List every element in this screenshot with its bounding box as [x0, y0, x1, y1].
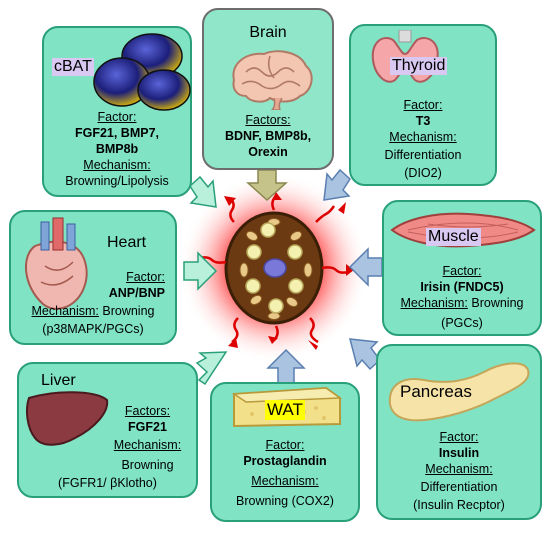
cbat-mechanism: Browning/Lipolysis [65, 174, 169, 188]
pancreas-arrow [349, 338, 382, 371]
thyroid-arrow [323, 168, 351, 201]
heart-mechanism-2: (p38MAPK/PGCs) [42, 322, 144, 336]
muscle-mechanism-label: Mechanism: [400, 296, 468, 310]
wat-title: WAT [265, 400, 305, 420]
heart-arrow [183, 251, 218, 291]
pancreas-title: Pancreas [400, 382, 472, 401]
muscle-mechanism-row: Mechanism: Browning [384, 296, 540, 311]
muscle-factor: Irisin (FNDC5) [420, 280, 504, 294]
brain-title: Brain [249, 24, 287, 41]
wat-mechanism-label: Mechanism: [251, 474, 319, 488]
cbat-factor: FGF21, BMP7, [74, 126, 160, 140]
liver-box: Liver Factors: FGF21 Mechanism: Browning… [17, 362, 198, 498]
thyroid-mechanism-2: (DIO2) [404, 166, 442, 180]
muscle-title: Muscle [426, 228, 481, 246]
cbat-factor-label: Factor: [97, 110, 137, 124]
liver-title: Liver [41, 372, 76, 389]
cbat-box: cBAT Factor: FGF21, BMP7, BMP8b Mechanis… [42, 26, 192, 197]
brain-factor-label: Factors: [245, 113, 291, 127]
pancreas-factor: Insulin [438, 446, 480, 460]
heart-title: Heart [107, 234, 147, 251]
liver-factor: FGF21 [128, 420, 167, 434]
liver-icon [26, 391, 109, 446]
muscle-mechanism: Browning [471, 296, 524, 310]
brain-icon [232, 50, 313, 110]
heart-icon [24, 217, 88, 310]
pancreas-mechanism: Differentiation [420, 480, 498, 494]
thyroid-title: Thyroid [390, 57, 448, 75]
cbat-mechanism-label: Mechanism: [83, 158, 151, 172]
wat-factor-label: Factor: [265, 438, 305, 452]
thyroid-mechanism-label: Mechanism: [389, 130, 457, 144]
liver-mechanism: Browning [121, 458, 174, 472]
liver-mechanism-2: (FGFR1/ βKlotho) [58, 476, 157, 490]
heart-mechanism-row: Mechanism: Browning [11, 304, 175, 319]
liver-mechanism-label: Mechanism: [113, 438, 182, 452]
thyroid-box: Thyroid Factor: T3 Mechanism: Differenti… [349, 24, 497, 186]
nucleus [263, 258, 287, 278]
thyroid-factor: T3 [415, 114, 431, 128]
thyroid-mechanism: Differentiation [384, 148, 462, 162]
pancreas-factor-label: Factor: [439, 430, 479, 444]
pancreas-mechanism-2: (Insulin Recptor) [413, 498, 505, 512]
muscle-box: Muscle Factor: Irisin (FNDC5) Mechanism:… [382, 200, 542, 336]
muscle-arrow [348, 247, 383, 287]
cbat-title: cBAT [52, 58, 94, 76]
cbat-arrow [189, 175, 217, 208]
cbat-fat-icon [93, 33, 191, 111]
wat-mechanism: Browning (COX2) [236, 494, 334, 508]
cbat-factor-2: BMP8b [95, 142, 139, 156]
pancreas-icon [388, 362, 530, 422]
brain-box: Brain Factors: BDNF, BMP8b, Orexin [202, 8, 334, 170]
muscle-mechanism-2: (PGCs) [441, 316, 483, 330]
heart-factor-label: Factor: [126, 270, 165, 284]
wat-factor: Prostaglandin [243, 454, 327, 468]
liver-arrow [195, 351, 228, 386]
heart-mechanism: Browning [102, 304, 155, 318]
heart-factor: ANP/BNP [108, 286, 165, 300]
brain-factor: BDNF, BMP8b, [224, 129, 312, 143]
muscle-factor-label: Factor: [442, 264, 482, 278]
brain-arrow [246, 169, 288, 202]
wat-box: WAT Factor: Prostaglandin Mechanism: Bro… [210, 382, 360, 522]
heart-box: Heart Factor: ANP/BNP Mechanism: Brownin… [9, 210, 177, 345]
heart-mechanism-label: Mechanism: [31, 304, 99, 318]
liver-factor-label: Factors: [124, 404, 171, 418]
thyroid-factor-label: Factor: [403, 98, 443, 112]
pancreas-box: Pancreas Factor: Insulin Mechanism: Diff… [376, 344, 542, 520]
brain-factor-2: Orexin [248, 145, 288, 159]
wat-arrow [266, 348, 306, 384]
pancreas-mechanism-label: Mechanism: [425, 462, 493, 476]
wat-icon [231, 386, 343, 428]
